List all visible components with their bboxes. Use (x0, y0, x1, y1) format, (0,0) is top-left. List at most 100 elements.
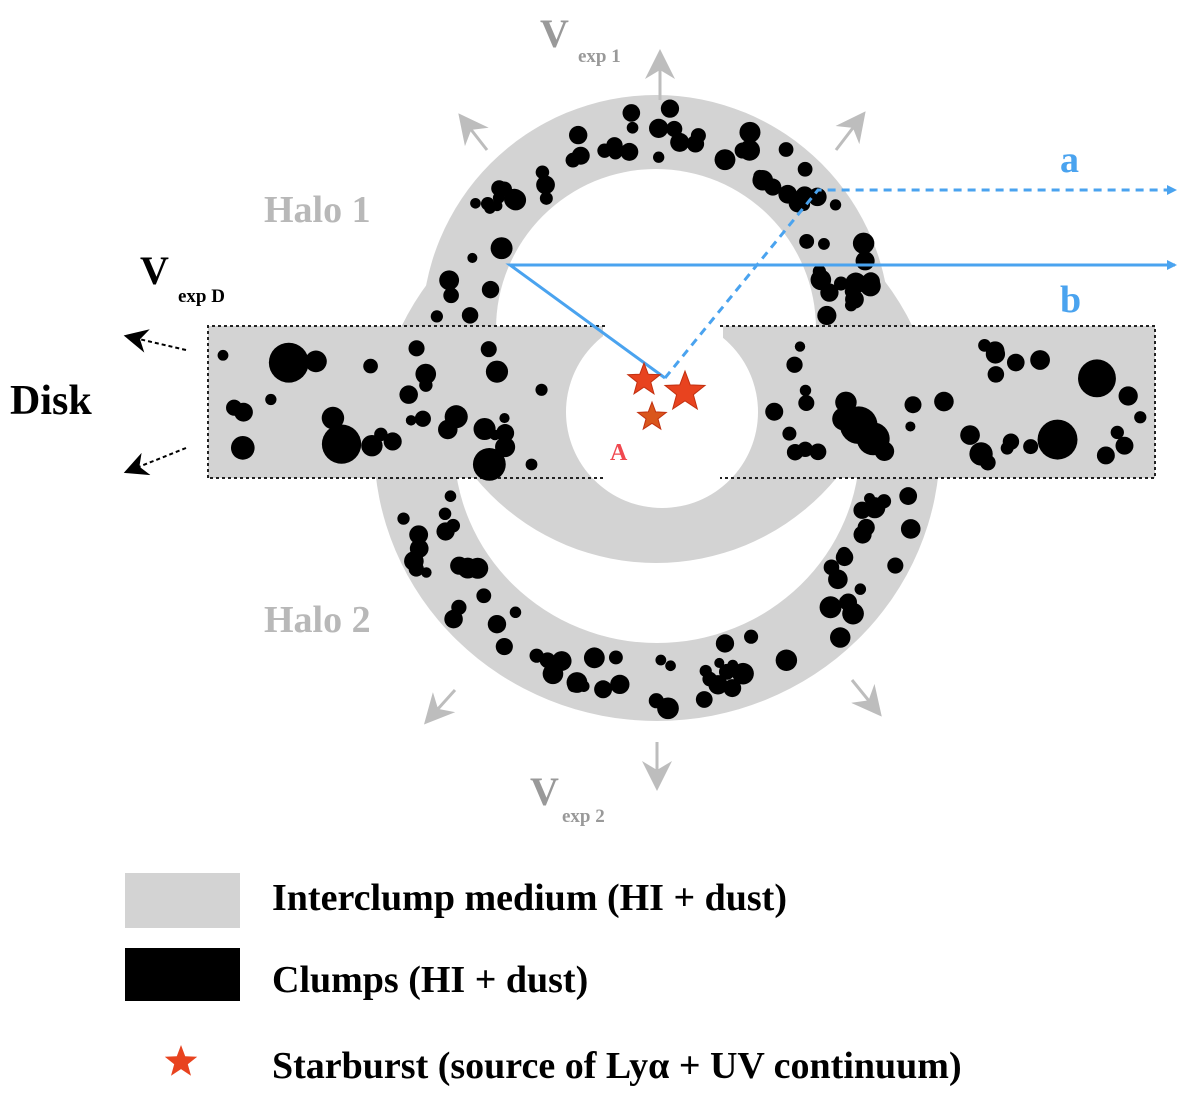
clump (788, 193, 808, 213)
clump (702, 671, 718, 687)
clump (1115, 436, 1134, 455)
clump (819, 596, 842, 619)
clump (226, 399, 243, 416)
clump (666, 120, 683, 137)
clump (810, 269, 832, 291)
clump (775, 649, 798, 671)
clump (714, 657, 725, 668)
disk-clumps (217, 338, 1147, 481)
clump (1030, 350, 1050, 370)
ray-a-label: a (1060, 139, 1079, 181)
clump (786, 443, 804, 461)
photon-rays (505, 185, 1177, 380)
clump (900, 519, 921, 539)
clump (467, 557, 489, 579)
clump (969, 442, 993, 466)
halo-1-label: Halo 1 (264, 189, 371, 231)
star-icon (626, 361, 662, 395)
legend-label: Starburst (source of Lyα + UV continuum) (272, 1045, 962, 1087)
clump (782, 426, 797, 441)
clump (874, 441, 895, 462)
arrow-down-left-icon (423, 688, 457, 725)
clump (321, 406, 345, 430)
vexp2-label: V (530, 769, 559, 814)
vexp1-subscript: exp 1 (578, 46, 621, 67)
clump (567, 680, 580, 693)
clump (830, 627, 851, 648)
clump (797, 161, 813, 177)
clump (835, 548, 854, 567)
clump (853, 501, 871, 519)
clump (489, 429, 501, 441)
clump (480, 341, 497, 358)
clump (569, 125, 588, 145)
clump (1000, 441, 1014, 455)
clump (496, 424, 515, 443)
clump (799, 233, 815, 249)
clump (778, 142, 794, 157)
clump (934, 391, 954, 412)
clump (852, 232, 875, 255)
clump (509, 606, 522, 619)
clump (265, 393, 277, 406)
clump (1134, 411, 1147, 424)
clump (438, 419, 458, 440)
clump (610, 674, 630, 695)
clump (305, 350, 327, 373)
clump (1006, 353, 1025, 372)
clump (438, 507, 452, 521)
clump (409, 539, 429, 558)
clump (753, 169, 767, 183)
clump (1096, 446, 1115, 465)
clump (620, 142, 639, 161)
clump (467, 252, 478, 263)
clump (655, 654, 667, 666)
clump (622, 104, 641, 122)
clump (578, 680, 590, 692)
ray-b-label: b (1060, 279, 1081, 321)
clump (744, 629, 759, 644)
arrow-left-down-icon (123, 447, 187, 476)
clump (786, 356, 803, 373)
clump (444, 490, 457, 502)
clump (833, 276, 848, 291)
clump (857, 518, 875, 537)
clump (626, 121, 639, 134)
clump (960, 425, 980, 445)
clump (476, 588, 492, 604)
clump (649, 118, 669, 138)
disk-velocity-arrows (123, 329, 187, 476)
legend: Interclump medium (HI + dust) Clumps (HI… (125, 873, 962, 1087)
clump (686, 135, 705, 153)
clump (499, 412, 510, 424)
clump (844, 299, 858, 312)
clump (798, 394, 815, 412)
disk-label: Disk (10, 378, 92, 424)
clump (485, 360, 509, 383)
clump (876, 494, 892, 509)
clump (660, 99, 680, 118)
clump (695, 691, 713, 708)
clump (823, 559, 840, 576)
star-icon (164, 1045, 198, 1076)
clump (1037, 419, 1078, 460)
clump (539, 191, 553, 205)
clump (608, 650, 623, 665)
clump (383, 432, 402, 451)
clump (739, 121, 761, 143)
clump (408, 561, 424, 577)
clump (648, 693, 664, 709)
vexpD-subscript: exp D (178, 286, 225, 307)
clump (718, 663, 735, 680)
clump (715, 634, 735, 653)
clump (399, 385, 418, 404)
clump (551, 651, 572, 671)
clump (470, 197, 481, 209)
clump (899, 487, 918, 505)
clump (714, 149, 736, 171)
clump (861, 272, 880, 291)
star-icon (636, 400, 668, 431)
clump (653, 151, 665, 163)
clump (536, 175, 555, 195)
